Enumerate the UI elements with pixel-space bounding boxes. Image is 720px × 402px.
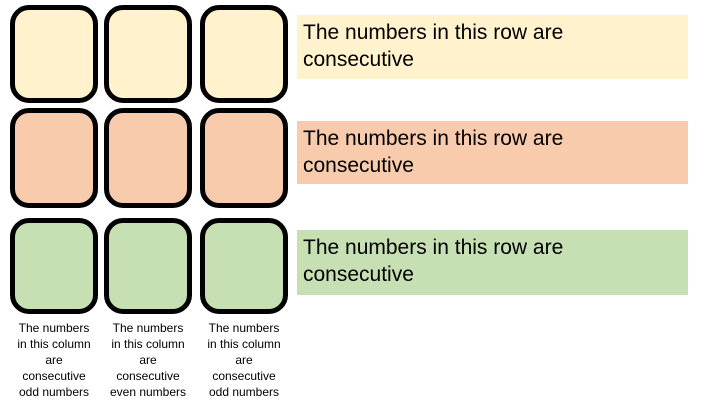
row-label-3: The numbers in this row are consecutive (297, 230, 688, 295)
column-label-1: The numbers in this column are consecuti… (17, 321, 91, 399)
grid-cell-r2c1 (10, 108, 98, 208)
grid-cell-r3c3 (200, 218, 288, 314)
grid-cell-r1c2 (104, 5, 192, 103)
grid-cell-r2c2 (104, 108, 192, 208)
row-label-1: The numbers in this row are consecutive (297, 15, 688, 79)
grid-cell-r1c1 (10, 5, 98, 103)
grid-cell-r1c3 (200, 5, 288, 103)
grid-cell-r3c1 (10, 218, 98, 314)
column-label-2: The numbers in this column are consecuti… (109, 321, 187, 399)
row-label-2: The numbers in this row are consecutive (297, 121, 688, 184)
column-label-3: The numbers in this column are consecuti… (207, 321, 281, 399)
grid-cell-r3c2 (104, 218, 192, 314)
grid-cell-r2c3 (200, 108, 288, 208)
